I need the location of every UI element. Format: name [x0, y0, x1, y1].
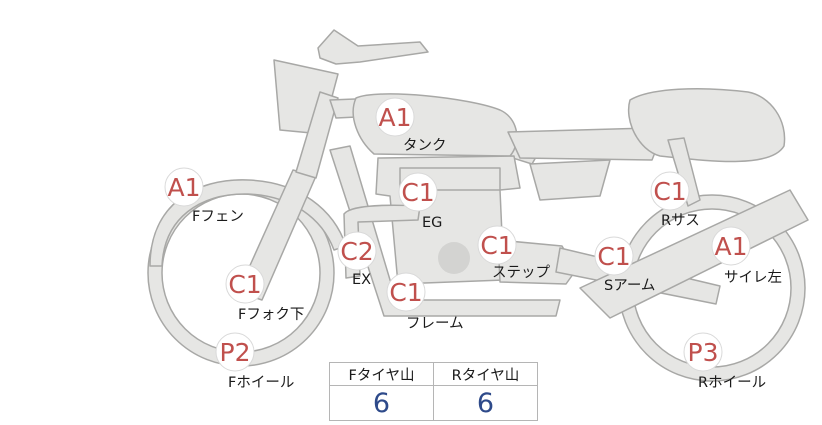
badge-circle-front-wheel: [215, 332, 255, 372]
badge-code-rear-wheel: P3: [688, 338, 719, 367]
badge-circle-swing-arm: [594, 236, 634, 276]
label-engine: EG: [422, 215, 442, 231]
badge-circle-frame: [386, 272, 426, 312]
label-front-fork-lower: Fフォク下: [238, 306, 304, 323]
badge-silencer-left: A1: [711, 226, 751, 266]
label-exhaust: EX: [352, 272, 371, 288]
badge-code-tank: A1: [378, 103, 411, 132]
rear-tire-tread-header: Rタイヤ山: [433, 362, 538, 386]
label-front-wheel: Fホイール: [228, 375, 294, 391]
badge-circle-rear-wheel: [683, 332, 723, 372]
tire-tread-header-row: Fタイヤ山 Rタイヤ山: [329, 362, 538, 386]
label-rear-wheel: Rホイール: [698, 375, 766, 391]
badge-step: C1: [477, 225, 517, 265]
badge-code-front-fender: A1: [167, 173, 200, 202]
badge-code-front-fork-lower: C1: [228, 270, 261, 299]
engine-cover-shape: [438, 242, 470, 274]
badge-code-exhaust: C2: [340, 237, 373, 266]
frame-downtube-shape: [329, 145, 561, 317]
badge-front-wheel: P2: [215, 332, 255, 372]
handlebar-shape: [317, 29, 429, 65]
label-swing-arm: Sアーム: [604, 278, 655, 294]
label-step: ステップ: [492, 264, 550, 281]
badge-circle-front-fork-lower: [225, 264, 265, 304]
rear-tire-tread-value: 6: [433, 385, 538, 421]
badge-code-rear-suspension: C1: [653, 177, 686, 206]
silencer-shape: [579, 189, 809, 319]
tire-tread-value-row: 6 6: [329, 385, 538, 421]
badge-tank: A1: [375, 97, 415, 137]
step-shape: [497, 239, 577, 285]
fork-upper-shape: [295, 91, 339, 179]
side-cover-shape: [529, 159, 611, 201]
badge-swing-arm: C1: [594, 236, 634, 276]
label-frame: フレーム: [406, 316, 464, 332]
badge-circle-step: [477, 225, 517, 265]
badge-code-front-wheel: P2: [220, 338, 251, 367]
badge-circle-engine: [398, 172, 438, 212]
badge-code-silencer-left: A1: [714, 232, 747, 261]
badge-code-frame: C1: [389, 278, 422, 307]
badge-code-step: C1: [480, 231, 513, 260]
badge-front-fender: A1: [164, 167, 204, 207]
motorcycle-silhouette: [147, 29, 809, 382]
label-front-fender: Fフェン: [192, 209, 244, 225]
badge-circle-exhaust: [337, 231, 377, 271]
badge-circle-front-fender: [164, 167, 204, 207]
tire-tread-table: Fタイヤ山 Rタイヤ山 6 6: [329, 362, 538, 421]
badge-code-engine: C1: [401, 178, 434, 207]
badge-rear-suspension: C1: [650, 171, 690, 211]
front-tire-tread-value: 6: [329, 385, 434, 421]
badge-front-fork-lower: C1: [225, 264, 265, 304]
badge-circle-rear-suspension: [650, 171, 690, 211]
front-tire-tread-header: Fタイヤ山: [329, 362, 434, 386]
badge-circle-silencer-left: [711, 226, 751, 266]
badge-code-swing-arm: C1: [597, 242, 630, 271]
label-tank: タンク: [403, 137, 447, 154]
badge-engine: C1: [398, 172, 438, 212]
badge-exhaust: C2: [337, 231, 377, 271]
label-rear-suspension: Rサス: [661, 213, 700, 229]
badge-rear-wheel: P3: [683, 332, 723, 372]
badge-frame: C1: [386, 272, 426, 312]
tail-shape: [627, 87, 786, 163]
label-silencer-left: サイレ左: [724, 269, 782, 286]
badge-circle-tank: [375, 97, 415, 137]
